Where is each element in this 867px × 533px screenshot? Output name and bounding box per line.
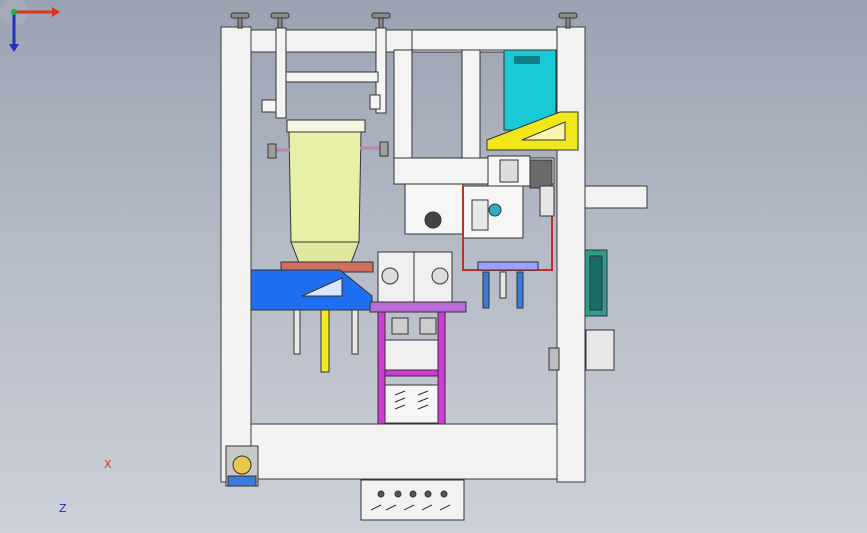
upper-hanger — [261, 27, 387, 119]
support-rods — [293, 309, 359, 373]
lower-slide — [477, 261, 539, 271]
pins — [482, 271, 524, 309]
yellow-bracket — [486, 111, 579, 151]
y-axis-dot — [11, 9, 17, 15]
frame-left-post — [220, 26, 252, 483]
center-columns — [393, 29, 558, 169]
axis-triad — [0, 0, 60, 52]
frame-right-post — [556, 26, 586, 483]
cyan-block-slot — [514, 56, 540, 64]
bottom-left-motor — [225, 445, 259, 487]
frame-bottom-beam — [250, 423, 558, 480]
purple-bar — [369, 301, 467, 313]
magenta-lift — [377, 311, 446, 425]
leveling-feet — [230, 12, 578, 31]
slotted-plate — [360, 479, 465, 521]
blue-wedge — [250, 269, 373, 311]
gripper-blocks — [377, 251, 453, 303]
z-axis-label: Z — [59, 502, 67, 515]
pale-yellow-bin — [267, 119, 389, 269]
right-side-arm — [584, 185, 648, 209]
x-axis-label: X — [104, 458, 112, 471]
teal-motor — [548, 249, 615, 371]
